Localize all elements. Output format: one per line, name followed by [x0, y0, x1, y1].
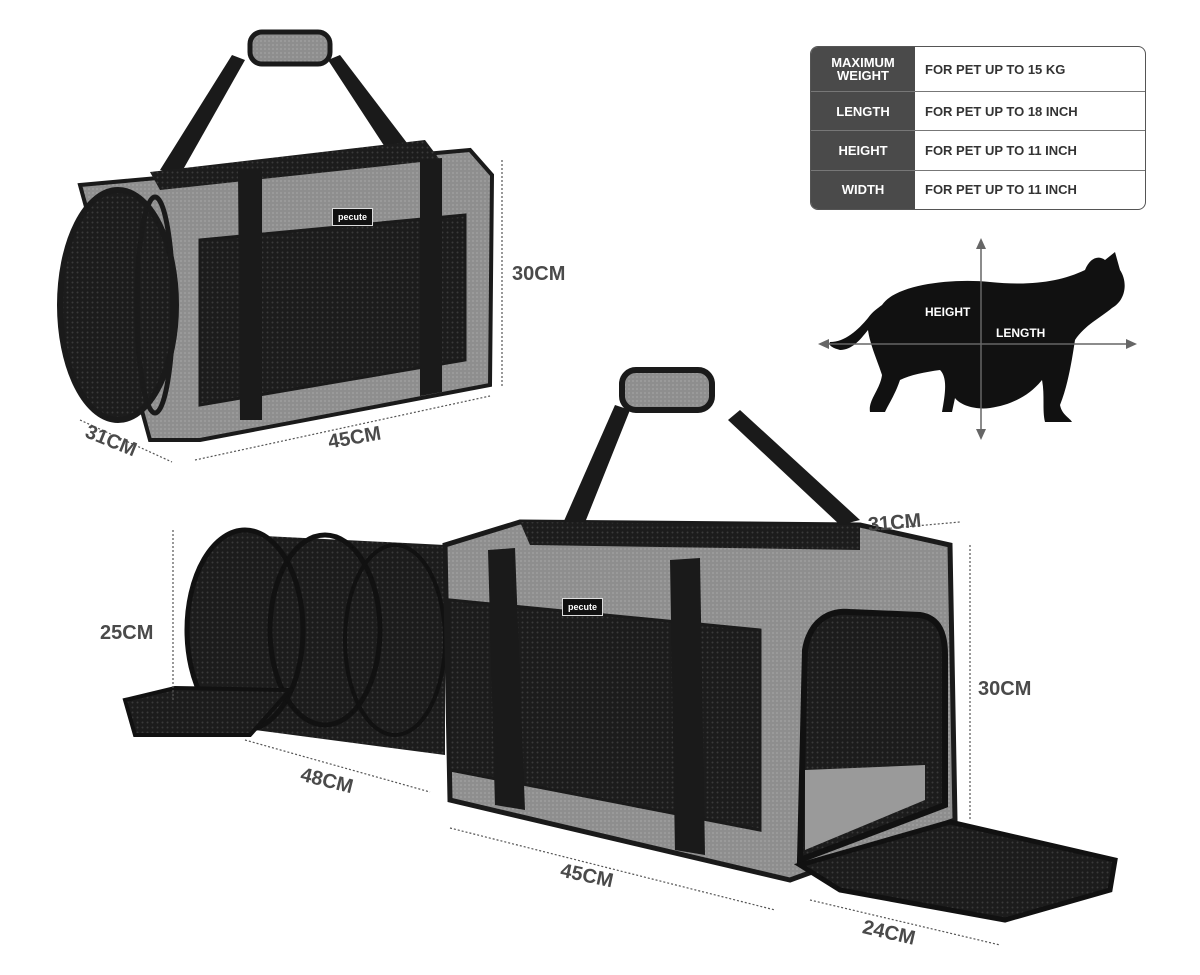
bottom-depth-dimension: 31CM [867, 509, 923, 537]
spec-label: WIDTH [811, 170, 915, 209]
spec-label: LENGTH [811, 92, 915, 131]
top-height-dimension: 30CM [512, 263, 566, 285]
cat-length-label: LENGTH [996, 326, 1046, 340]
spec-row-width: WIDTH FOR PET UP TO 11 INCH [811, 169, 1145, 209]
cat-height-label: HEIGHT [925, 305, 971, 319]
spec-row-length: LENGTH FOR PET UP TO 18 INCH [811, 91, 1145, 131]
bottom-height-dimension: 30CM [978, 678, 1032, 700]
spec-label: HEIGHT [811, 131, 915, 170]
spec-row-max-weight: MAXIMUM WEIGHT FOR PET UP TO 15 KG [811, 47, 1145, 92]
bottom-dimension-lines [172, 521, 1001, 946]
spec-value: FOR PET UP TO 11 INCH [925, 143, 1077, 159]
spec-row-height: HEIGHT FOR PET UP TO 11 INCH [811, 130, 1145, 170]
brand-tag: pecute [332, 208, 374, 226]
tunnel-height-dimension: 25CM [100, 622, 154, 644]
brand-tag: pecute [562, 598, 604, 616]
spec-table: MAXIMUM WEIGHT FOR PET UP TO 15 KG LENGT… [810, 46, 1146, 210]
spec-value: FOR PET UP TO 18 INCH [925, 103, 1078, 119]
cat-silhouette-diagram [818, 238, 1137, 440]
top-carrier [57, 29, 495, 442]
top-dimension-lines [79, 160, 503, 463]
bottom-carrier [122, 367, 1118, 923]
spec-value: FOR PET UP TO 15 KG [925, 61, 1066, 77]
spec-label: MAXIMUM WEIGHT [811, 47, 915, 92]
spec-value: FOR PET UP TO 11 INCH [925, 182, 1077, 198]
